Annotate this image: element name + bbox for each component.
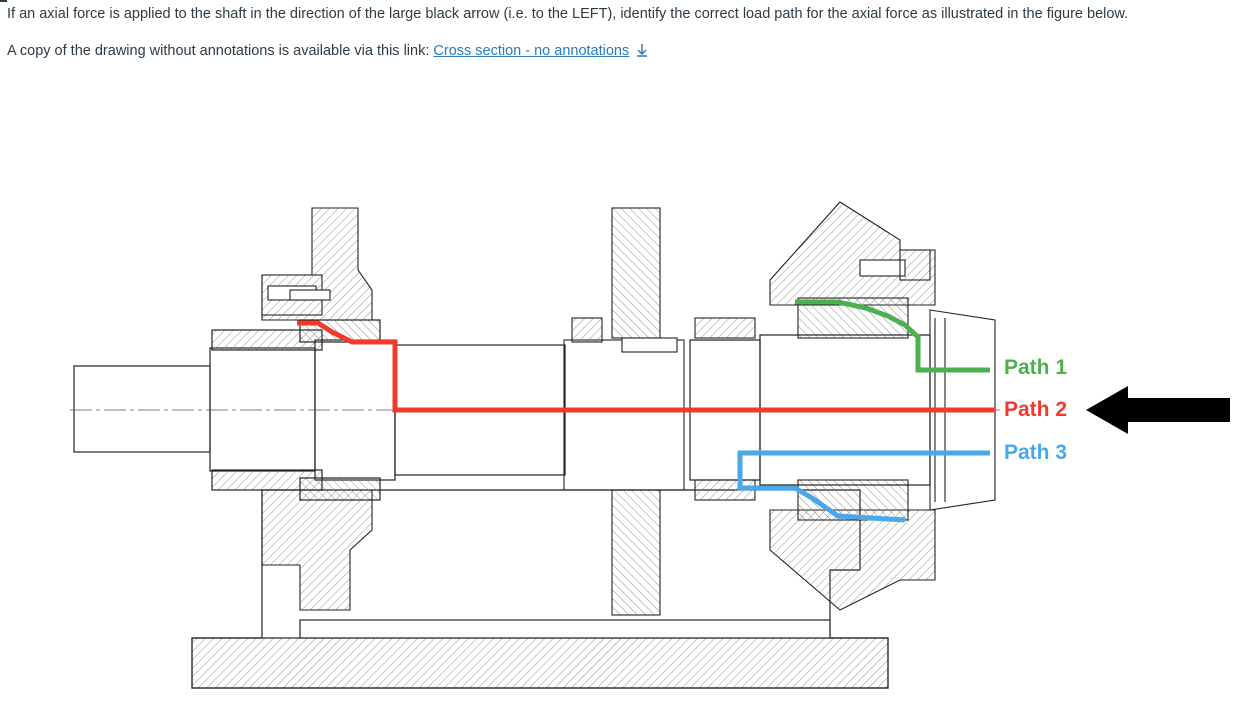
center-gear <box>563 207 756 616</box>
left-housing <box>261 207 373 611</box>
cross-section-drawing <box>70 201 1230 689</box>
right-housing <box>769 201 996 611</box>
download-arrow-icon[interactable] <box>635 43 649 57</box>
path-3-label: Path 3 <box>1004 441 1068 464</box>
cross-section-link[interactable]: Cross section - no annotations <box>433 43 629 59</box>
link-prefix: A copy of the drawing without annotation… <box>7 43 430 59</box>
path-1-label: Path 1 <box>1004 356 1068 379</box>
path-2-line <box>297 320 995 413</box>
question-text: If an axial force is applied to the shaf… <box>7 6 1129 22</box>
cross-section-link-label: Cross section - no annotations <box>433 43 630 59</box>
path-3-line <box>737 450 990 523</box>
link-line: A copy of the drawing without annotation… <box>7 42 649 60</box>
path-1-line <box>795 299 990 373</box>
shaft-cross-section-figure: Path 1 Path 2 Path 3 <box>0 190 1236 700</box>
top-left-mark <box>0 0 7 2</box>
force-arrow <box>1086 386 1230 434</box>
path-2-label: Path 2 <box>1004 398 1068 421</box>
